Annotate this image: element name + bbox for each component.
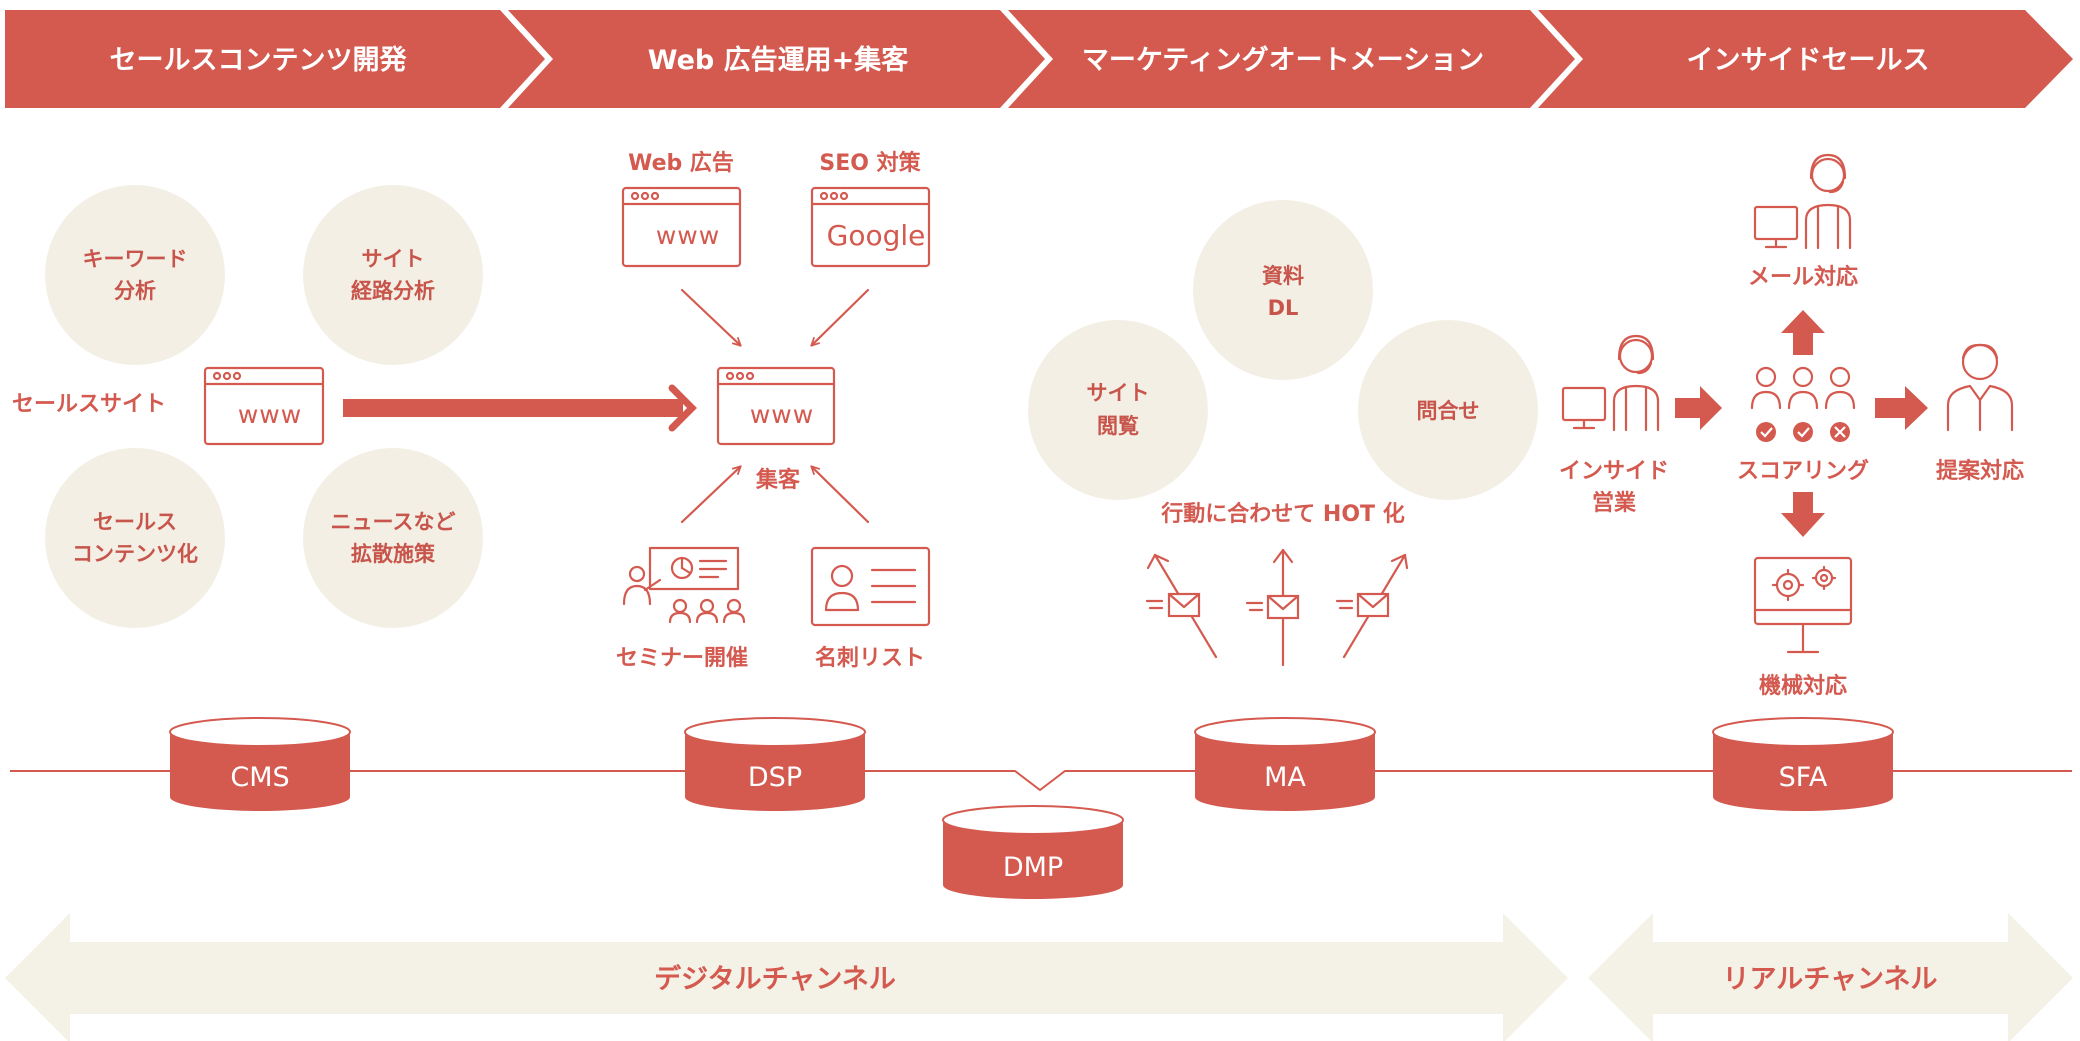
circle-doc-dl-line2: DL	[1268, 296, 1299, 320]
circle-sales-content	[45, 448, 225, 628]
real-channel-band	[1588, 913, 2073, 1041]
db-ma-label: MA	[1264, 762, 1306, 793]
circle-site-path-line2: 経路分析	[351, 279, 435, 303]
dsp-browser-icon: www	[716, 366, 836, 446]
real-channel-label: リアルチャンネル	[1723, 964, 1938, 995]
circle-news	[303, 448, 483, 628]
seminar-label: セミナー開催	[616, 646, 748, 671]
seo-label: SEO 対策	[819, 150, 921, 176]
db-dsp-label: DSP	[748, 762, 802, 793]
sales-site-browser-icon: www	[203, 366, 325, 446]
inside-sales-section: メール対応 インサイド 営業	[1559, 153, 2024, 699]
circle-site-view-line1: サイト	[1087, 381, 1150, 405]
db-dsp: DSP	[684, 717, 866, 811]
circle-site-view-line2: 閲覧	[1097, 414, 1139, 438]
machine-response-label: 機械対応	[1759, 673, 1847, 699]
sales-site-www: www	[238, 400, 302, 429]
db-cms-label: CMS	[230, 762, 289, 793]
db-dmp-label: DMP	[1003, 852, 1063, 883]
circle-keyword-line2: 分析	[114, 279, 156, 303]
circle-sales-content-line2: コンテンツ化	[72, 542, 198, 566]
stage-chevron-2	[508, 10, 1045, 108]
arrow-down-to-machine	[1781, 492, 1825, 537]
scoring-label: スコアリング	[1737, 458, 1869, 484]
stage-chevron-3	[1008, 10, 1575, 108]
db-sfa: SFA	[1712, 717, 1894, 811]
inside-sales-label-line2: 営業	[1592, 490, 1637, 516]
operator-monitor-icon-top	[1753, 153, 1852, 250]
mail-response-label: メール対応	[1748, 264, 1858, 290]
seo-google-text: Google	[827, 219, 926, 252]
scoring-people-icon	[1750, 366, 1856, 442]
db-ma: MA	[1194, 717, 1376, 811]
database-rail	[10, 770, 2072, 792]
stage-chevron-4	[1538, 10, 2073, 108]
digital-channel-band	[5, 913, 1568, 1041]
web-ad-browser-icon: www	[621, 186, 742, 268]
circle-keyword-line1: キーワード	[83, 247, 188, 271]
arrow-seo-to-center	[812, 288, 870, 345]
db-cms: CMS	[169, 717, 351, 811]
operator-monitor-icon-left	[1561, 334, 1660, 432]
circle-doc-dl-line1: 資料	[1262, 264, 1304, 288]
web-ad-label: Web 広告	[628, 150, 734, 176]
seminar-icon	[622, 546, 746, 624]
card-list-label: 名刺リスト	[815, 645, 925, 671]
stage-label-ads: Web 広告運用+集客	[648, 44, 909, 76]
ma-section: 資料 DL サイト 閲覧 問合せ 行動に合わせて HOT 化	[1028, 200, 1538, 667]
circle-inquiry	[1358, 320, 1538, 500]
db-dmp: DMP	[942, 805, 1124, 899]
stage-label-inside-sales: インサイドセールス	[1687, 45, 1930, 76]
db-sfa-label: SFA	[1779, 762, 1828, 793]
big-arrow-to-dsp	[343, 384, 697, 432]
circle-doc-dl	[1193, 200, 1373, 380]
arrow-webad-to-center	[680, 288, 740, 345]
arrow-card-to-center	[812, 467, 870, 524]
circle-news-line1: ニュースなど	[331, 510, 456, 534]
circle-inquiry-line1: 問合せ	[1417, 399, 1480, 423]
stage-label-content: セールスコンテンツ開発	[110, 45, 408, 76]
arrow-right-to-scoring	[1675, 386, 1722, 430]
process-bar: セールスコンテンツ開発 Web 広告運用+集客 マーケティングオートメーション …	[5, 10, 2073, 108]
circle-site-path-line1: サイト	[362, 247, 425, 271]
dsp-www: www	[750, 400, 814, 429]
channel-bands: デジタルチャンネル リアルチャンネル	[5, 913, 2073, 1041]
stage-label-ma: マーケティングオートメーション	[1082, 44, 1484, 76]
circle-sales-content-line1: セールス	[93, 510, 177, 534]
content-dev-section: キーワード 分析 サイト 経路分析 セールス コンテンツ化 ニュースなど 拡散施…	[12, 185, 697, 628]
circle-site-view	[1028, 320, 1208, 500]
hot-label: 行動に合わせて HOT 化	[1160, 501, 1404, 527]
businessman-icon	[1946, 343, 2014, 432]
mail-arrows-icon	[1145, 548, 1409, 667]
seo-browser-icon: Google	[810, 186, 931, 268]
proposal-label: 提案対応	[1936, 458, 2024, 484]
arrow-right-to-proposal	[1875, 386, 1928, 430]
arrow-seminar-to-center	[680, 467, 740, 524]
stage-chevron-1	[5, 10, 545, 108]
circle-news-line2: 拡散施策	[351, 542, 436, 566]
machine-gear-monitor-icon	[1753, 556, 1853, 654]
web-ad-www: www	[656, 221, 720, 250]
collect-label: 集客	[755, 467, 801, 493]
ads-section: Web 広告 SEO 対策 www Google www	[616, 150, 931, 671]
arrow-up-to-mail	[1781, 310, 1825, 355]
digital-channel-label: デジタルチャンネル	[654, 963, 896, 995]
inside-sales-label-line1: インサイド	[1559, 459, 1669, 484]
circle-site-path	[303, 185, 483, 365]
business-card-icon	[810, 546, 931, 627]
circle-keyword	[45, 185, 225, 365]
sales-site-label: セールスサイト	[12, 392, 166, 417]
